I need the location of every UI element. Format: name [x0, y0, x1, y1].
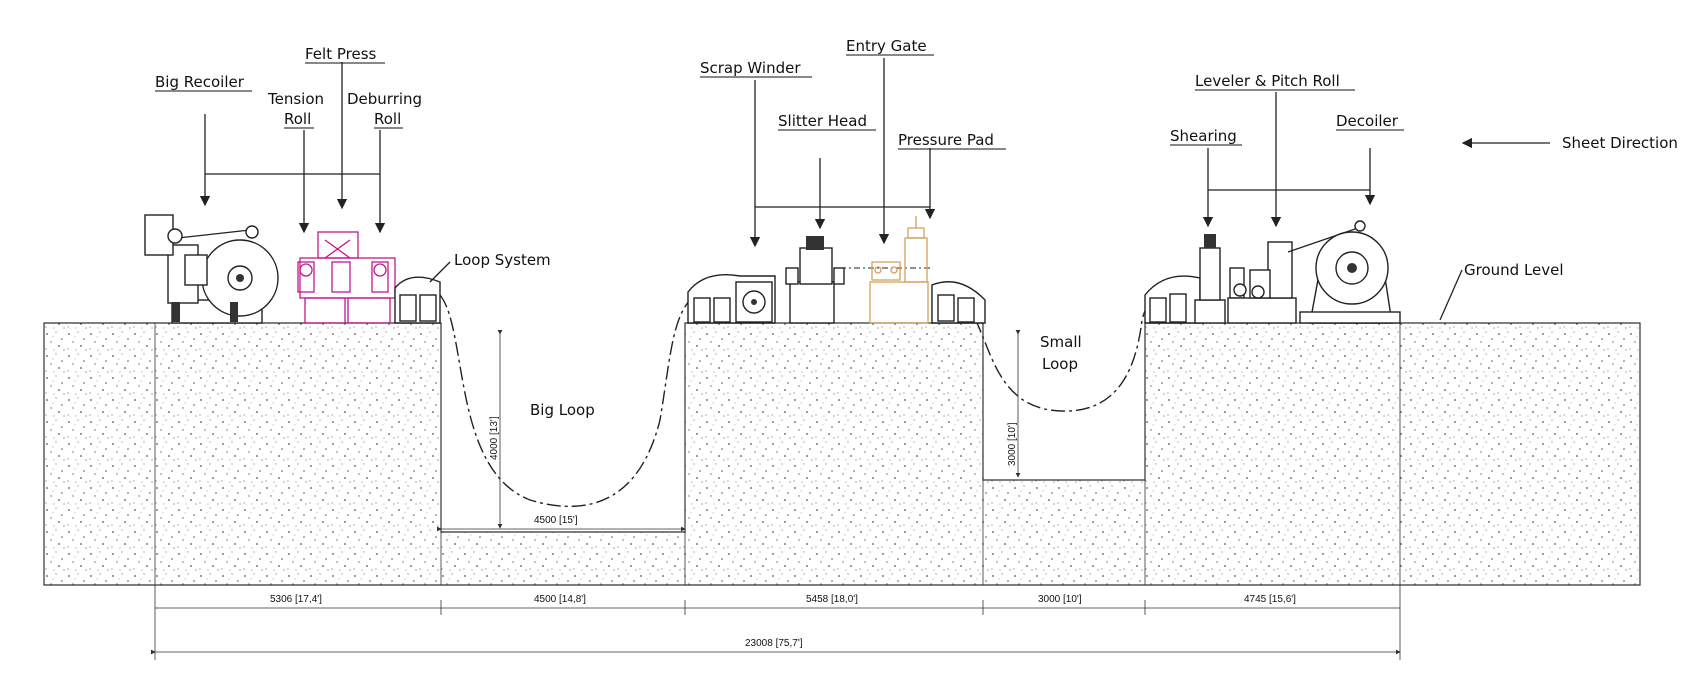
- bottom-dimensions: 5306 [17,4'] 4500 [14,8'] 5458 [18,0'] 3…: [151, 585, 1401, 660]
- label-big-recoiler: Big Recoiler: [155, 73, 245, 91]
- dim-total: 23008 [75,7']: [745, 638, 803, 649]
- ground-body: [43, 322, 1641, 586]
- label-small-loop-2: Loop: [1042, 355, 1078, 373]
- loop-system-right: [1144, 275, 1201, 324]
- label-felt-press: Felt Press: [305, 45, 377, 63]
- decoiler-machine: [1299, 231, 1401, 324]
- label-tension-roll-2: Roll: [284, 110, 311, 128]
- label-slitter-head: Slitter Head: [778, 112, 867, 130]
- label-tension-roll-1: Tension: [267, 90, 324, 108]
- leader-lines: [199, 58, 1550, 321]
- pressure-pad-machine: [869, 216, 929, 324]
- dim-seg-3: 5458 [18,0']: [806, 594, 858, 605]
- loop-system-middle-left: [687, 274, 776, 324]
- labels: Big Recoiler Felt Press Tension Roll Deb…: [155, 37, 1678, 419]
- label-ground-level: Ground Level: [1464, 261, 1564, 279]
- big-recoiler-machine: [144, 214, 279, 324]
- felt-press-group-machine: [297, 231, 396, 324]
- label-sheet-direction: Sheet Direction: [1562, 134, 1678, 152]
- label-scrap-winder: Scrap Winder: [700, 59, 801, 77]
- label-deburring-roll-2: Roll: [374, 110, 401, 128]
- label-small-loop-1: Small: [1040, 333, 1082, 351]
- label-leveler-pitch-roll: Leveler & Pitch Roll: [1195, 72, 1340, 90]
- label-deburring-roll-1: Deburring: [347, 90, 422, 108]
- label-entry-gate: Entry Gate: [846, 37, 927, 55]
- label-loop-system: Loop System: [454, 251, 551, 269]
- dim-seg-4: 3000 [10']: [1038, 594, 1082, 605]
- loop-system-middle-right: [931, 281, 986, 324]
- loop-system-left: [394, 276, 441, 324]
- label-pressure-pad: Pressure Pad: [898, 131, 994, 149]
- label-big-loop: Big Loop: [530, 401, 595, 419]
- dim-small-loop-depth: 3000 [10']: [1007, 422, 1018, 466]
- label-decoiler: Decoiler: [1336, 112, 1399, 130]
- ground-section: [43, 322, 1641, 586]
- dim-seg-2: 4500 [14,8']: [534, 594, 586, 605]
- dim-big-loop-depth: 4000 [13']: [489, 416, 500, 460]
- slitter-head-machine: [785, 236, 845, 324]
- label-shearing: Shearing: [1170, 127, 1237, 145]
- dim-seg-5: 4745 [15,6']: [1244, 594, 1296, 605]
- pit-dimensions: 4000 [13'] 4500 [15'] 3000 [10']: [437, 330, 1021, 532]
- leveler-pitch-roll-machine: [1227, 220, 1366, 324]
- dim-big-loop-width: 4500 [15']: [534, 515, 578, 526]
- dim-seg-1: 5306 [17,4']: [270, 594, 322, 605]
